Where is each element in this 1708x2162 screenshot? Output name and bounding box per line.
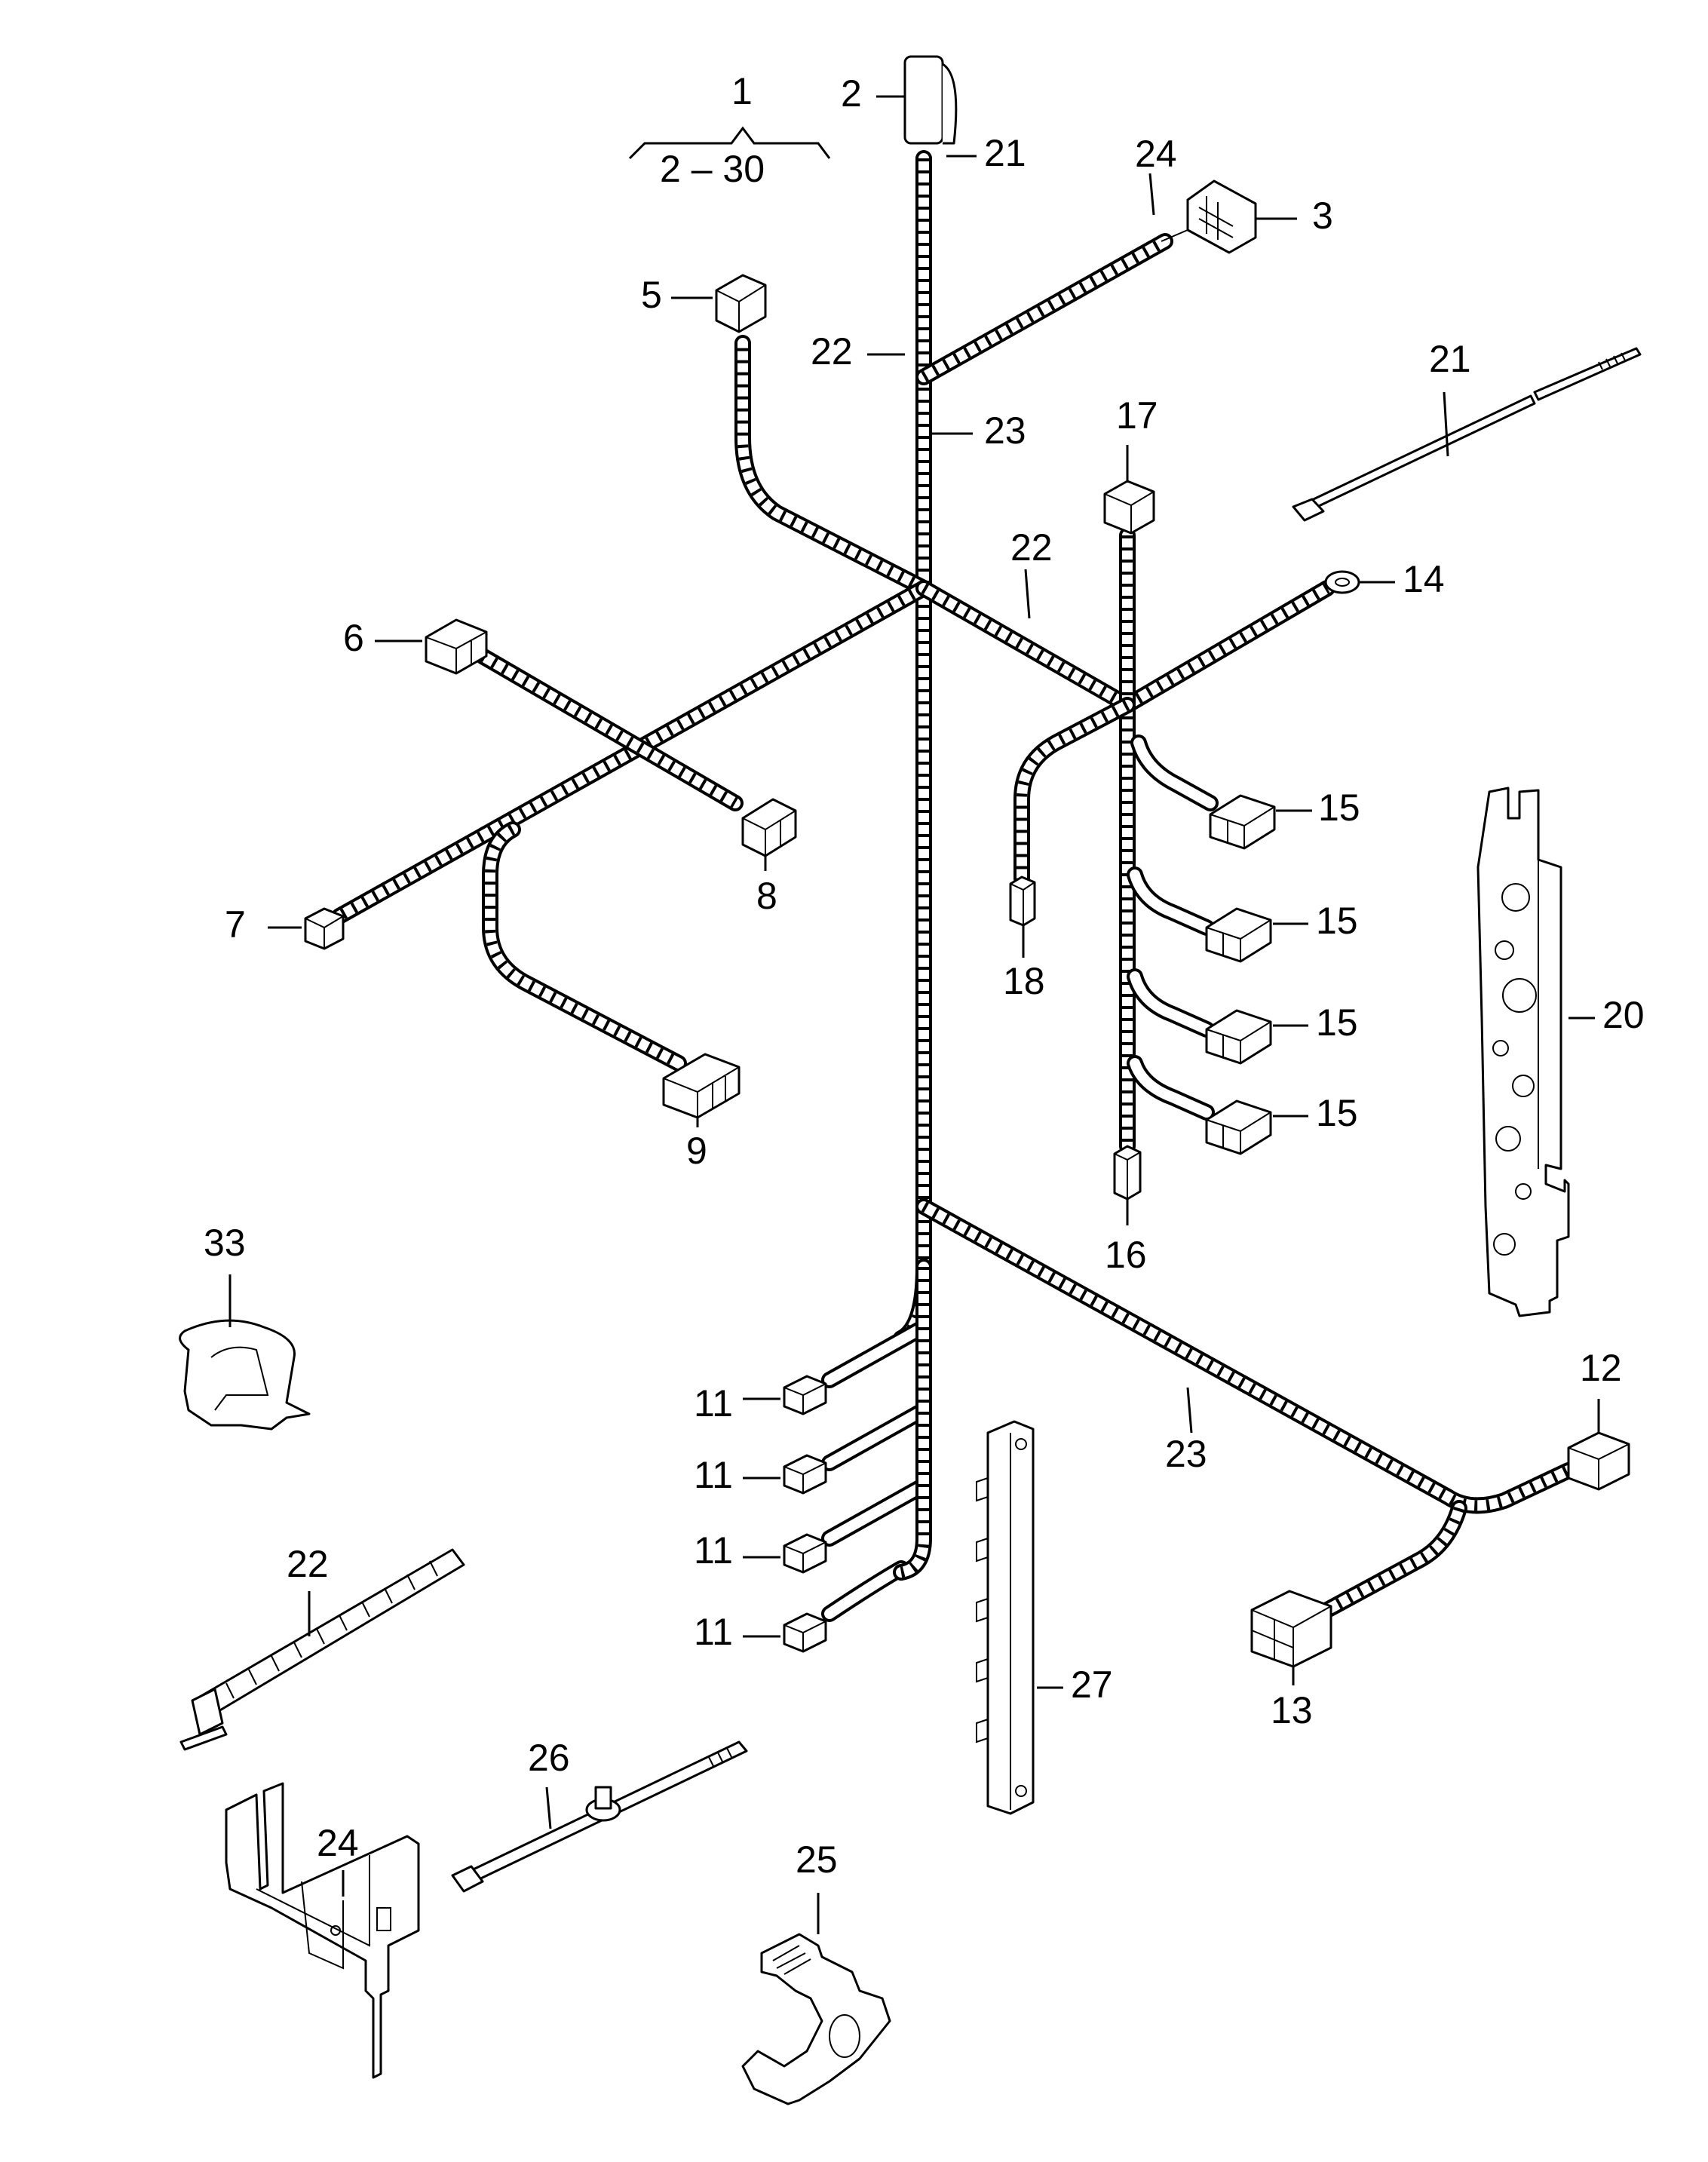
callout-22-upper: 22 [811,330,853,373]
part-20-bracket [1476,787,1570,1317]
callout-18: 18 [1003,960,1045,1002]
callout-labels: 1 2 – 30 2 21 24 3 5 22 23 21 17 22 14 6… [204,70,1645,1881]
callout-9: 9 [686,1130,707,1172]
callout-15d: 15 [1316,1092,1358,1134]
callout-23-lower: 23 [1165,1433,1207,1475]
harness-branch-9 [482,821,687,1072]
callout-11c: 11 [694,1529,733,1572]
connector-8 [741,798,797,857]
callout-21-tie: 21 [1429,338,1471,380]
callout-11a: 11 [694,1382,733,1424]
callout-3: 3 [1312,195,1333,237]
connector-11c [783,1533,827,1574]
callout-6: 6 [343,617,364,659]
callout-15a: 15 [1318,787,1360,829]
connector-6 [425,618,488,675]
callout-22-mid: 22 [1010,526,1053,569]
callout-11b: 11 [694,1454,733,1496]
connector-13 [1250,1590,1332,1668]
callout-24-top: 24 [1135,133,1177,175]
leader-lines [228,95,1600,1934]
callout-15c: 15 [1316,1001,1358,1044]
callout-1: 1 [731,70,753,112]
part-26-cable-tie-stud [451,1740,748,1893]
callout-17: 17 [1116,394,1158,437]
callout-21-top: 21 [984,132,1026,174]
callout-2: 2 [841,72,862,115]
part-21-cable-tie [1292,347,1642,522]
connector-15a [1209,794,1276,850]
callout-7: 7 [225,903,246,946]
callout-5: 5 [641,274,662,316]
connector-16 [1113,1145,1142,1201]
connector-2 [903,55,958,145]
connector-3 [1186,179,1257,254]
connector-12 [1567,1431,1630,1491]
callout-27: 27 [1071,1664,1113,1706]
callout-8: 8 [756,875,777,917]
connector-15b [1205,907,1272,963]
part-33-clip [179,1319,311,1431]
connector-14-eyelet [1324,570,1360,594]
connector-18 [1009,876,1036,927]
part-25-double-clip [741,1933,891,2105]
connector-5 [715,274,767,333]
callout-24-holder: 24 [317,1822,359,1864]
callout-20: 20 [1602,994,1645,1036]
harness-branch-5 [734,335,932,596]
connector-15c [1205,1009,1272,1065]
callout-12: 12 [1580,1347,1622,1389]
callout-1-range: 2 – 30 [660,148,765,190]
connectors [304,55,1630,1668]
part-22-cable-tie [179,1548,465,1751]
callout-16: 16 [1105,1234,1147,1276]
callout-33: 33 [204,1222,246,1264]
connector-11a [783,1375,827,1415]
callout-14: 14 [1403,558,1445,600]
callout-26: 26 [528,1737,570,1779]
callout-13: 13 [1271,1689,1313,1731]
callout-25: 25 [796,1838,838,1881]
callout-22-tie: 22 [287,1543,329,1585]
wiring-harness [331,150,1577,1622]
connector-17 [1103,480,1155,535]
connector-15d [1205,1099,1272,1155]
callout-23-upper: 23 [984,409,1026,452]
connector-11d [783,1612,827,1653]
connector-7 [304,907,345,950]
connector-11b [783,1454,827,1495]
part-27-bracket-strip [976,1420,1035,1815]
callout-15b: 15 [1316,900,1358,942]
connector-9 [662,1053,741,1119]
part-24-holder [225,1782,420,2079]
callout-11d: 11 [694,1611,733,1653]
